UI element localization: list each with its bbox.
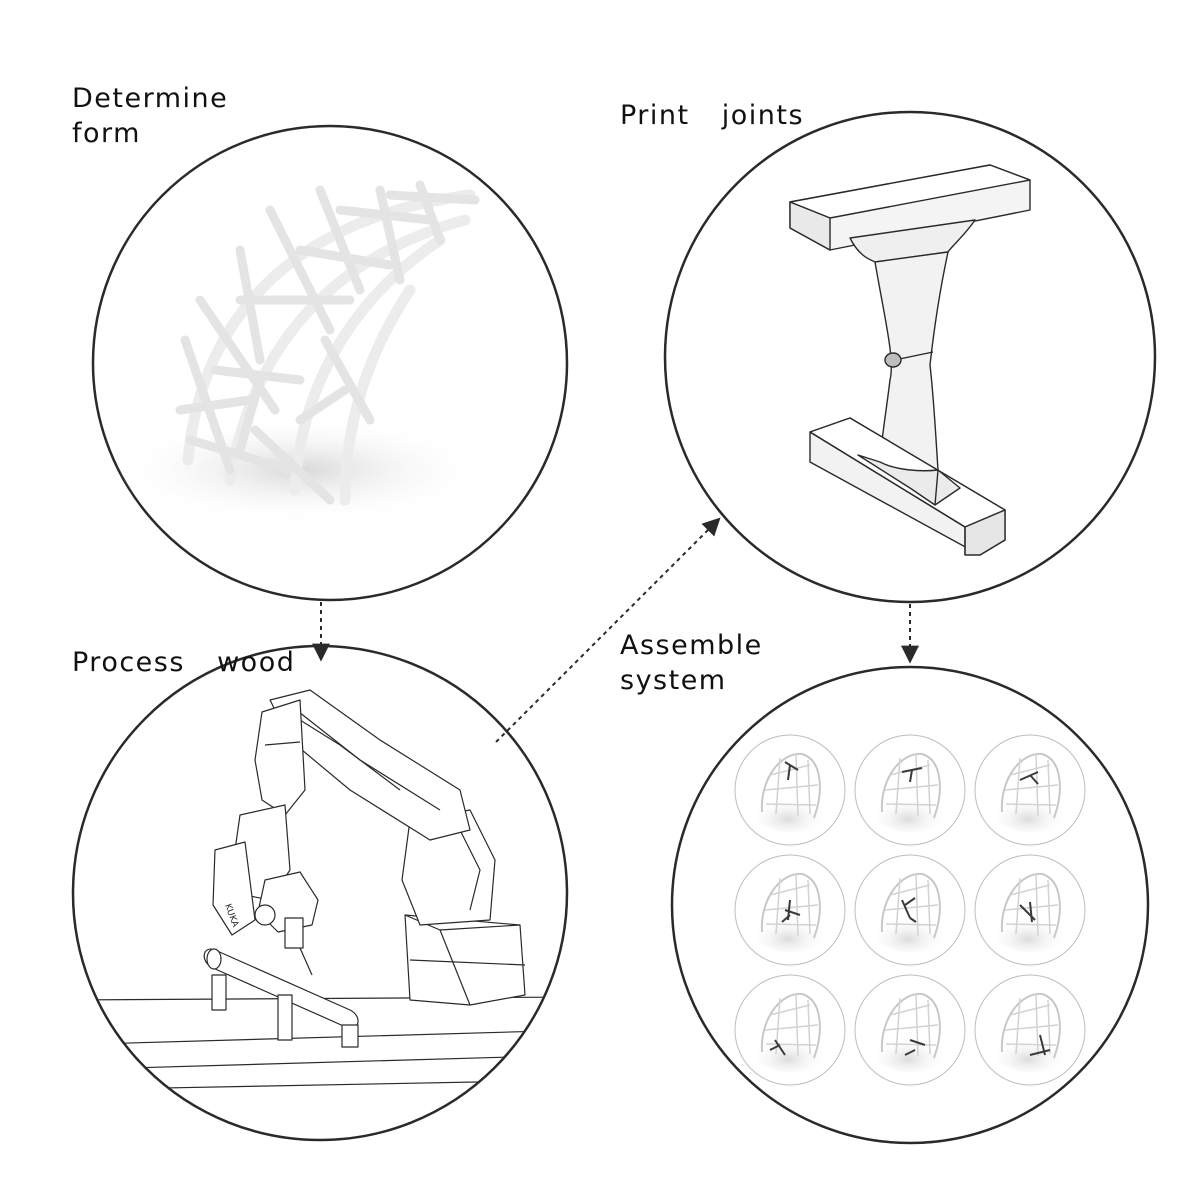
print-circle <box>663 110 1157 604</box>
process-circle: KUKA <box>71 644 569 1142</box>
step-label-assemble-system: Assemble system <box>620 630 763 696</box>
assembly-stage-8 <box>854 974 966 1086</box>
printed-joint-render <box>789 164 1031 556</box>
step-label-print-joints: Print joints <box>620 100 805 131</box>
step-label-determine-form: Determine form <box>72 83 229 149</box>
assembly-stage-4 <box>734 854 846 966</box>
assembly-stage-5 <box>854 854 966 966</box>
step-label-process-wood: Process wood <box>72 647 296 678</box>
assemble-circle <box>670 665 1150 1145</box>
gridshell-render <box>110 180 490 525</box>
assembly-stage-1 <box>734 734 846 846</box>
assembly-sequence-grid <box>734 734 1086 1086</box>
assembly-stage-9 <box>974 974 1086 1086</box>
assembly-stage-6 <box>974 854 1086 966</box>
assembly-stage-7 <box>734 974 846 1086</box>
assembly-stage-2 <box>854 734 966 846</box>
form-circle <box>91 124 569 602</box>
robot-arm-render: KUKA <box>73 689 567 1091</box>
assembly-stage-3 <box>974 734 1086 846</box>
